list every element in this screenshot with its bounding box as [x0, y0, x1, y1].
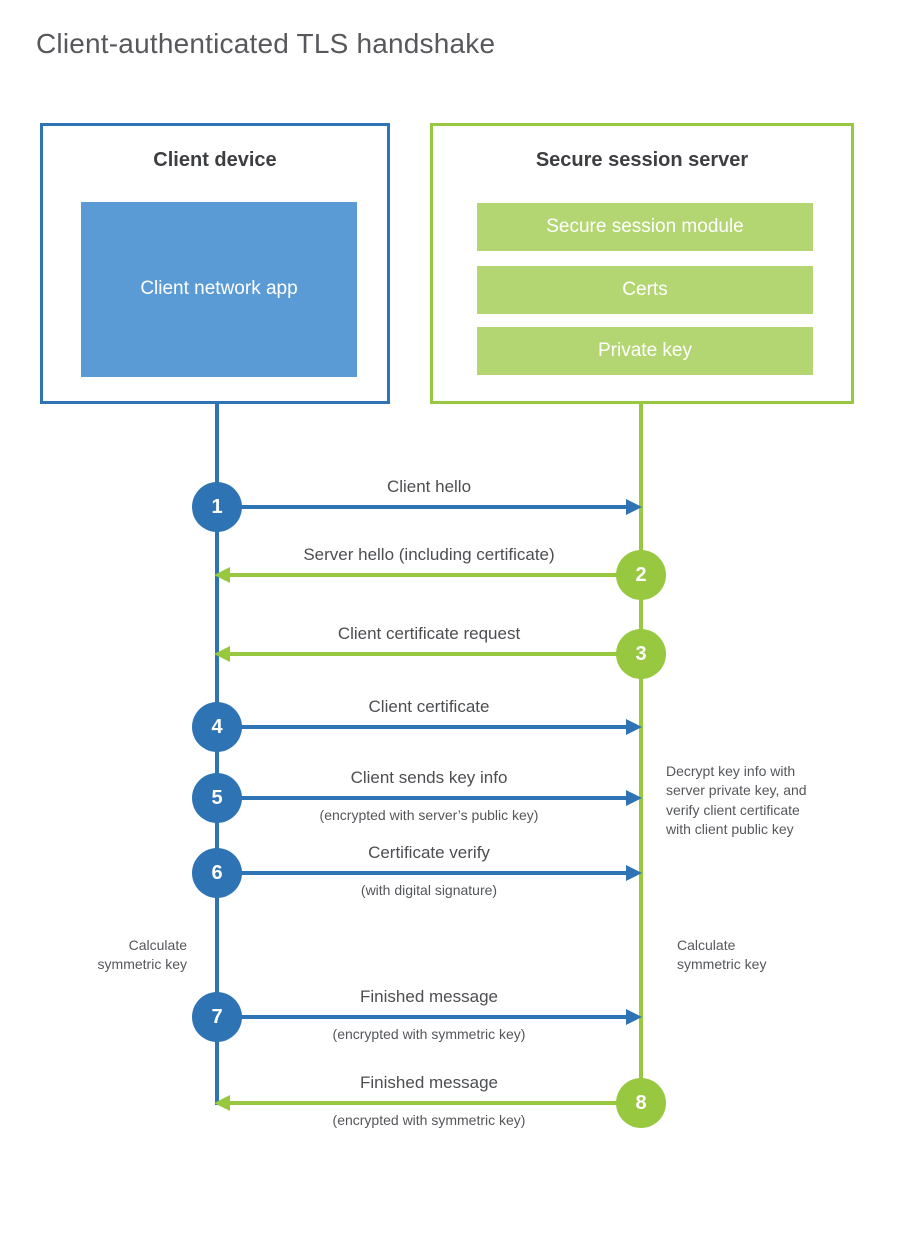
step-2-label: Server hello (including certificate) — [303, 545, 555, 564]
step-8-arrow-line — [230, 1101, 641, 1105]
step-8-badge: 8 — [616, 1078, 666, 1128]
server-module-private-key: Private key — [477, 327, 813, 375]
arrow-left-icon — [214, 567, 230, 583]
arrow-right-icon — [626, 790, 642, 806]
server-module-secure-session-module: Secure session module — [477, 203, 813, 251]
step-4-arrow-line — [217, 725, 628, 729]
arrow-left-icon — [214, 1095, 230, 1111]
client-lifeline — [215, 404, 219, 1105]
handshake-step-4: Client certificate 4 — [0, 697, 900, 752]
step-2-badge: 2 — [616, 550, 666, 600]
step-7-badge: 7 — [192, 992, 242, 1042]
step-3-arrow-line — [230, 652, 641, 656]
step-1-badge: 1 — [192, 482, 242, 532]
step-1-label: Client hello — [386, 477, 472, 496]
arrow-right-icon — [626, 499, 642, 515]
calculate-symmetric-key-note-client: Calculate symmetric key — [97, 937, 187, 973]
secure-session-server-title: Secure session server — [535, 149, 749, 171]
handshake-step-6: Certificate verify (with digital signatu… — [0, 843, 900, 898]
client-network-app-box: Client network app — [81, 202, 357, 377]
arrow-right-icon — [626, 865, 642, 881]
client-device-title: Client device — [153, 149, 277, 171]
step-6-badge: 6 — [192, 848, 242, 898]
calculate-symmetric-key-note-server: Calculate symmetric key — [677, 937, 767, 973]
handshake-step-7: Finished message (encrypted with symmetr… — [0, 987, 900, 1042]
step-4-label: Client certificate — [368, 697, 490, 716]
step-7-arrow-line — [217, 1015, 628, 1019]
handshake-step-2: Server hello (including certificate) 2 — [0, 545, 900, 600]
arrow-right-icon — [626, 719, 642, 735]
step-4-badge: 4 — [192, 702, 242, 752]
step-6-arrow-line — [217, 871, 628, 875]
step-5-badge: 5 — [192, 773, 242, 823]
server-module-certs: Certs — [477, 266, 813, 314]
step-6-label: Certificate verify — [368, 843, 490, 862]
handshake-step-8: Finished message (encrypted with symmetr… — [0, 1073, 900, 1128]
step-2-arrow-line — [230, 573, 641, 577]
page-title: Client-authenticated TLS handshake — [36, 28, 496, 59]
step-1-arrow-line — [217, 505, 628, 509]
client-network-app-label: Client network app — [140, 278, 298, 300]
server-lifeline — [639, 404, 643, 1104]
step-8-sublabel: (encrypted with symmetric key) — [332, 1112, 526, 1128]
arrow-right-icon — [626, 1009, 642, 1025]
secure-session-server-box: Secure session server Secure session mod… — [430, 123, 854, 404]
step-5-label: Client sends key info — [350, 768, 508, 787]
step-5-arrow-line — [217, 796, 628, 800]
decrypt-key-note: Decrypt key info with server private key… — [666, 763, 807, 837]
step-8-label: Finished message — [360, 1073, 498, 1092]
step-3-badge: 3 — [616, 629, 666, 679]
arrow-left-icon — [214, 646, 230, 662]
step-6-sublabel: (with digital signature) — [360, 882, 498, 898]
step-7-label: Finished message — [360, 987, 498, 1006]
handshake-step-1: Client hello 1 — [0, 477, 900, 532]
client-device-box: Client device Client network app — [40, 123, 390, 404]
step-7-sublabel: (encrypted with symmetric key) — [332, 1026, 526, 1042]
step-5-sublabel: (encrypted with server’s public key) — [319, 807, 539, 823]
handshake-step-3: Client certificate request 3 — [0, 624, 900, 679]
step-3-label: Client certificate request — [337, 624, 521, 643]
handshake-step-5: Client sends key info (encrypted with se… — [0, 768, 900, 823]
